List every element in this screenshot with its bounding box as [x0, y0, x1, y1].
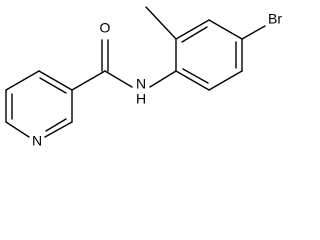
oxygen-label: O	[100, 20, 111, 36]
bond-py-double-3	[39, 77, 67, 94]
bond-ar-2	[175, 19, 210, 40]
bond-nitrogen-aryl	[149, 70, 177, 88]
atom-labels: O N H N Br	[32, 11, 282, 149]
bond-py-5	[38, 70, 73, 91]
bond-ar-3	[208, 19, 243, 40]
aryl-ring	[145, 6, 266, 91]
bond-ring-carbonyl	[71, 70, 106, 91]
bromine-label: Br	[268, 11, 282, 27]
bond-ar-5	[208, 70, 243, 91]
bond-carbonyl-nitrogen	[104, 70, 133, 88]
bond-py-3	[44, 121, 73, 138]
bond-py-2	[5, 121, 30, 138]
bond-ar-double-3	[182, 68, 209, 84]
structure-canvas: O N H N Br	[5, 6, 282, 149]
amide-nitrogen-label: N	[136, 76, 146, 92]
pyridine-nitrogen-label: N	[32, 133, 42, 149]
pyridine-ring	[5, 70, 73, 138]
amide-hydrogen-label: H	[136, 91, 146, 107]
bond-py-double-2	[45, 118, 67, 132]
bond-py-6	[5, 70, 40, 91]
bond-ar-double-1	[181, 26, 208, 43]
bond-ar-6	[175, 70, 210, 91]
chemical-structure: O N H N Br	[5, 6, 282, 149]
bond-bromine	[241, 25, 266, 40]
amide-group	[71, 39, 177, 91]
bond-methyl	[145, 6, 177, 40]
